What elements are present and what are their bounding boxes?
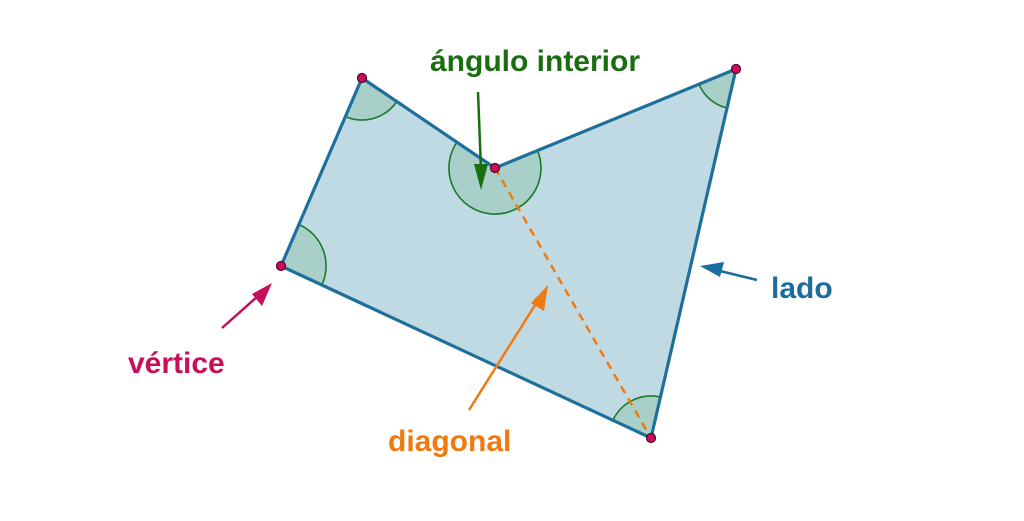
vertex-point-top-right <box>730 63 742 75</box>
angle-arc-top-left <box>344 101 398 121</box>
angle-sector-bottom <box>612 396 661 438</box>
vertex-point-bottom <box>645 432 657 444</box>
angle-arc-bottom <box>612 395 661 421</box>
label-vertex: vértice <box>128 347 225 380</box>
polygon-outline <box>279 67 738 440</box>
polygon-fill <box>281 69 736 438</box>
arrow-interior-angle <box>474 91 488 190</box>
angle-arc-left <box>299 224 327 286</box>
angle-arc-interior <box>448 141 542 215</box>
arrow-diagonal <box>467 285 548 411</box>
arrow-side <box>700 262 758 282</box>
vertex-point-interior <box>489 162 501 174</box>
vertex-point-top-left <box>356 72 368 84</box>
arrow-vertex <box>221 283 272 329</box>
vertex-point-left <box>275 260 287 272</box>
label-side: lado <box>771 272 833 305</box>
angle-sector-top-right <box>699 69 736 108</box>
angle-arc-top-right <box>698 83 728 109</box>
diagonal-line <box>493 167 653 439</box>
label-interior-angle: ángulo interior <box>430 45 640 78</box>
label-diagonal: diagonal <box>388 425 511 458</box>
